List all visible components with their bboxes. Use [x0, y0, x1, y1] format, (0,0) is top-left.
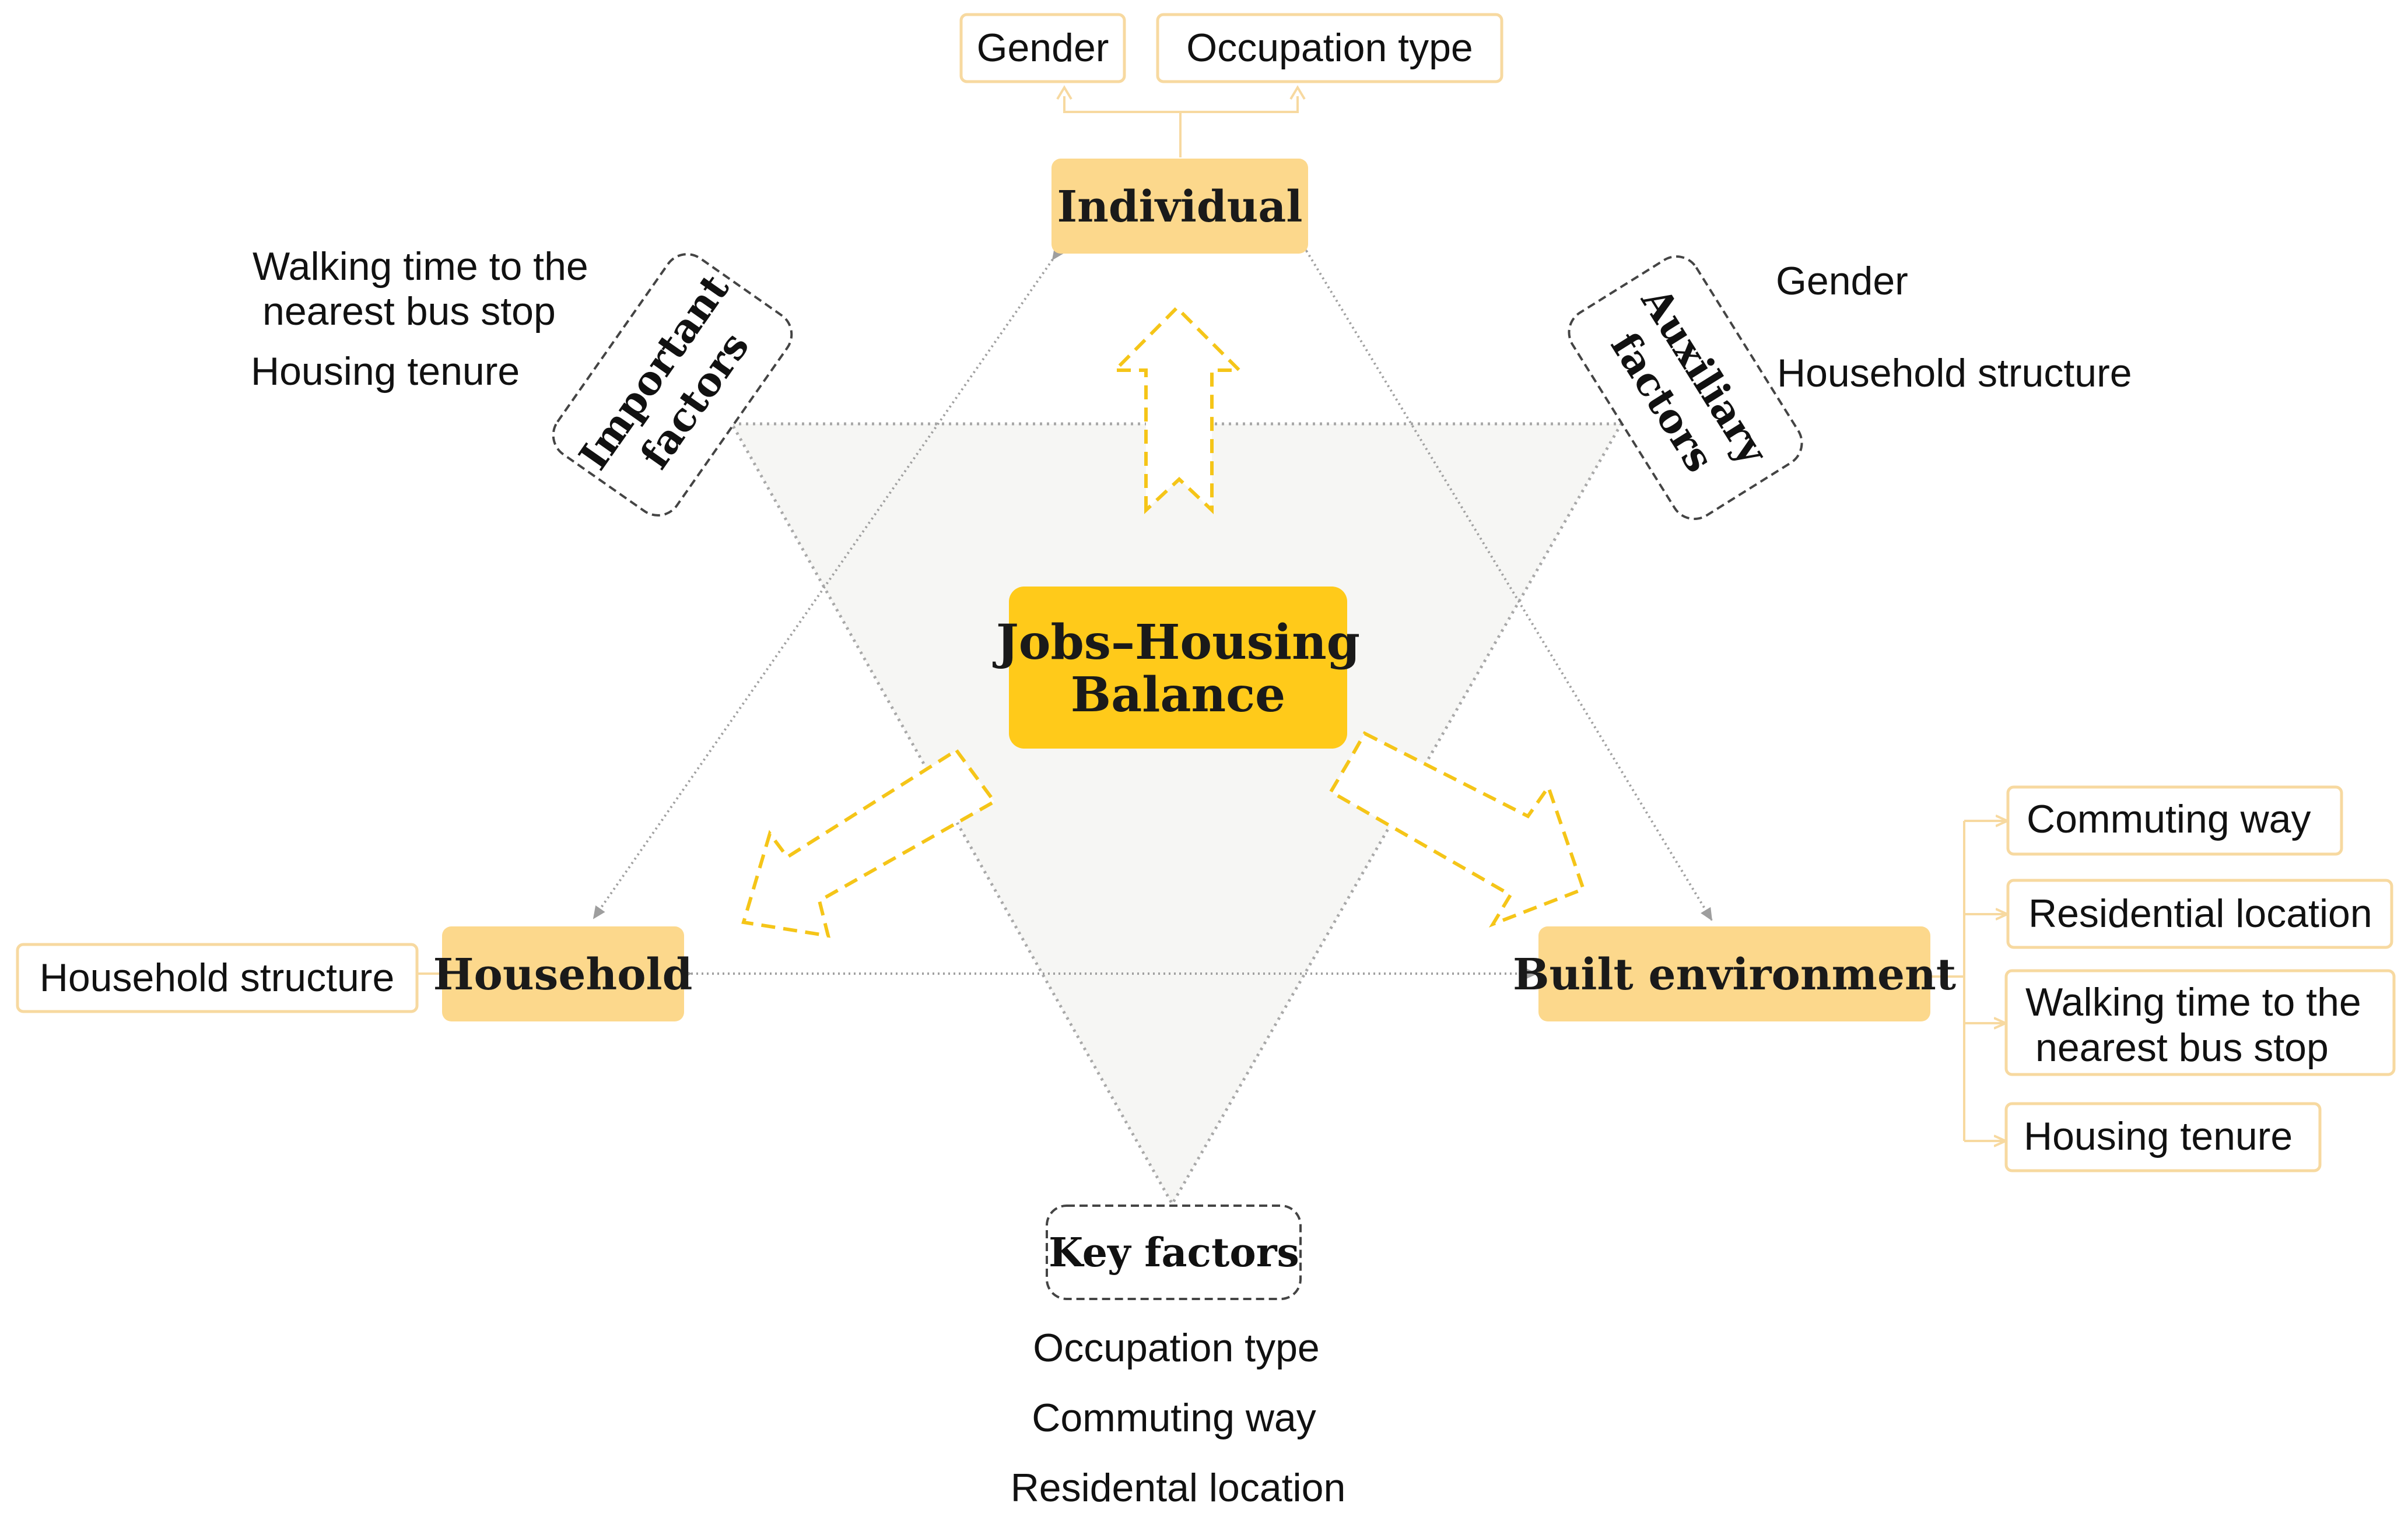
individual-attributes: Gender Occupation type: [959, 13, 1503, 83]
key-factors-box: Key factors: [1046, 1205, 1302, 1300]
household-node: Household: [433, 926, 693, 1021]
attr-housing-tenure: Housing tenure: [2024, 1114, 2293, 1158]
built-environment-attr-connectors: [1930, 821, 2006, 1141]
auxiliary-factors-box: Auxiliary factors: [1568, 255, 1803, 520]
attr-walking-time-line2: nearest bus stop: [2035, 1026, 2329, 1070]
attr-walking-time-line1: Walking time to the: [2025, 980, 2361, 1024]
arrow-up-to-individual-shape: [1110, 305, 1244, 514]
node-connectors: [593, 237, 1713, 979]
arrow-to-household-shape: [741, 747, 997, 938]
center-label-line1: Jobs–Housing: [993, 614, 1360, 670]
individual-label: Individual: [1057, 182, 1303, 232]
built-environment-label: Built environment: [1513, 950, 1956, 1000]
attr-commuting-way: Commuting way: [2027, 797, 2311, 841]
built-environment-attributes: Commuting way Residential location Walki…: [2004, 785, 2396, 1172]
attr-gender: Gender: [977, 26, 1109, 70]
center-node: Jobs–Housing Balance: [993, 587, 1360, 749]
household-attributes: Household structure: [16, 943, 419, 1013]
household-label: Household: [433, 950, 693, 1000]
important-factor-items: Walking time to the nearest bus stop Hou…: [251, 244, 588, 394]
connector-individual-built-environment: [1295, 237, 1713, 921]
auxiliary-factor-items: Gender Household structure: [1776, 259, 2132, 395]
key-item-residental-location: Residental location: [1011, 1466, 1346, 1510]
key-factor-items: Occupation type Commuting way Residental…: [1011, 1326, 1346, 1510]
important-item-walking-time-line1: Walking time to the: [253, 244, 588, 289]
center-label-line2: Balance: [1071, 667, 1285, 723]
attr-residential-location: Residential location: [2028, 891, 2372, 936]
individual-node: Individual: [1051, 159, 1308, 254]
key-item-commuting-way: Commuting way: [1032, 1396, 1316, 1440]
important-item-housing-tenure: Housing tenure: [251, 349, 520, 394]
auxiliary-item-gender: Gender: [1776, 259, 1908, 303]
arrow-to-built-environment-shape: [1328, 731, 1586, 928]
auxiliary-item-household-structure: Household structure: [1777, 351, 2132, 395]
attr-household-structure: Household structure: [40, 956, 395, 1000]
key-item-occupation-type: Occupation type: [1033, 1326, 1319, 1370]
attr-occupation-type: Occupation type: [1186, 26, 1473, 70]
built-environment-node: Built environment: [1513, 926, 1956, 1021]
individual-attr-connectors: [1056, 85, 1306, 157]
key-factors-label: Key factors: [1049, 1230, 1299, 1276]
influence-arrows: [741, 305, 1586, 938]
important-item-walking-time-line2: nearest bus stop: [262, 289, 556, 333]
